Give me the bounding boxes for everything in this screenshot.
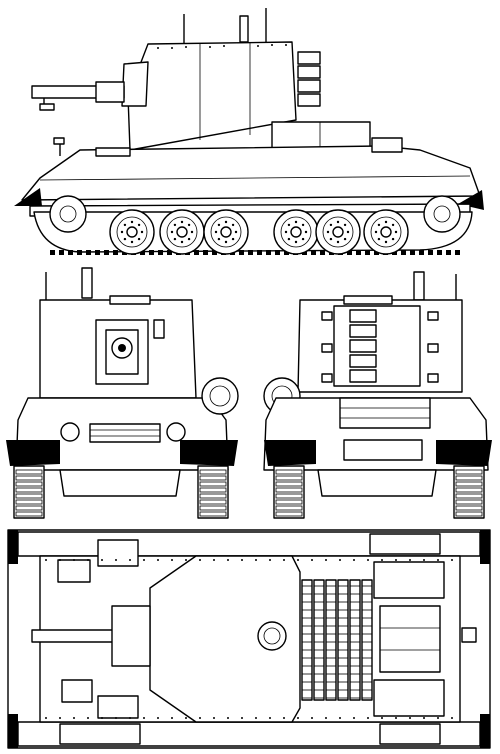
- track-link: [266, 250, 271, 255]
- rear-view: [263, 271, 492, 519]
- road-wheel: [203, 209, 249, 255]
- engine-louvre: [361, 579, 373, 701]
- track-link: [275, 250, 280, 255]
- road-wheel: [159, 209, 205, 255]
- engine-louvre: [313, 579, 325, 701]
- track-link: [212, 250, 217, 255]
- track-link: [437, 250, 442, 255]
- track-link: [158, 250, 163, 255]
- rear-mudguard-right: [436, 440, 492, 466]
- track-link: [86, 250, 91, 255]
- stowage-bin: [349, 354, 377, 368]
- track-link: [149, 250, 154, 255]
- front-spare-wheel: [201, 377, 239, 415]
- track-link: [140, 250, 145, 255]
- rear-hull: [263, 397, 489, 471]
- track-link: [104, 250, 109, 255]
- track-link: [113, 250, 118, 255]
- track-link: [68, 250, 73, 255]
- front-view: [6, 267, 239, 519]
- track-link: [446, 250, 451, 255]
- rear-mudguard-left: [264, 440, 316, 466]
- track-link: [428, 250, 433, 255]
- upper-hull: [21, 145, 481, 201]
- rear-stowage-bins: [349, 309, 377, 383]
- road-wheels: [109, 209, 409, 255]
- track-link: [239, 250, 244, 255]
- engine-louvre: [325, 579, 337, 701]
- track-link: [311, 250, 316, 255]
- track-link: [167, 250, 172, 255]
- engine-louvre: [301, 579, 313, 701]
- deck-rivets: [45, 559, 453, 719]
- road-wheel: [363, 209, 409, 255]
- track-link: [248, 250, 253, 255]
- track-link: [95, 250, 100, 255]
- track-link: [365, 250, 370, 255]
- road-wheel: [273, 209, 319, 255]
- rear-door: [333, 305, 421, 387]
- track-link: [320, 250, 325, 255]
- top-gun-barrel: [31, 629, 123, 643]
- front-idler: [49, 195, 87, 233]
- road-wheel: [109, 209, 155, 255]
- stowage-bin: [349, 309, 377, 323]
- stowage-bin: [349, 369, 377, 383]
- front-mudguard-left: [6, 440, 60, 466]
- rear-sprocket: [423, 195, 461, 233]
- track-link: [203, 250, 208, 255]
- track-link: [77, 250, 82, 255]
- track-link: [410, 250, 415, 255]
- gun-mantlet: [121, 61, 149, 107]
- track-link: [59, 250, 64, 255]
- track-link: [194, 250, 199, 255]
- front-mudguard-right: [180, 440, 238, 466]
- track-link: [50, 250, 55, 255]
- superstructure-rivets: [157, 44, 287, 49]
- roof-hatch: [257, 621, 287, 651]
- engine-louvre: [349, 579, 361, 701]
- front-headlight-right: [166, 422, 186, 442]
- engine-louvre: [337, 579, 349, 701]
- track-link: [347, 250, 352, 255]
- side-view: [14, 8, 484, 255]
- stowage-bin: [349, 339, 377, 353]
- top-view: [7, 529, 491, 749]
- track-link: [419, 250, 424, 255]
- road-wheel: [315, 209, 361, 255]
- superstructure: [127, 41, 297, 151]
- front-headlight-left: [60, 422, 80, 442]
- track-link: [401, 250, 406, 255]
- track-link: [455, 250, 460, 255]
- engine-deck-louvres: [301, 579, 373, 701]
- stowage-bin: [349, 324, 377, 338]
- track-link: [356, 250, 361, 255]
- track-link: [257, 250, 262, 255]
- side-stowage-bins: [297, 51, 321, 107]
